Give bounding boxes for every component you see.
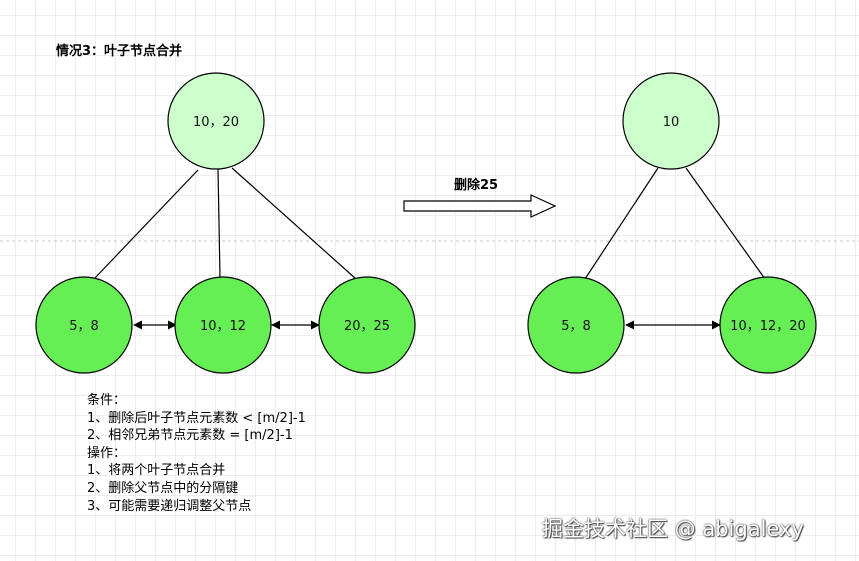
before-leaf-label-3: 20，25 [344, 319, 390, 334]
after-leaf-label-2: 10，12，20 [730, 319, 806, 334]
after-root-node: 10 [622, 72, 720, 170]
note-line: 1、将两个叶子节点合并 [87, 463, 226, 479]
after-leaf-node-2: 10，12，20 [719, 276, 817, 374]
diagram-title: 情况3：叶子节点合并 [56, 44, 183, 59]
operation-label: 删除25 [454, 178, 499, 193]
before-root-node: 10，20 [167, 72, 265, 170]
after-leaf-node-1: 5，8 [527, 276, 625, 374]
before-leaf-node-2: 10，12 [174, 276, 272, 374]
transform-arrow [403, 194, 557, 218]
edge-before-root-leaf3 [231, 167, 357, 280]
note-line: 2、删除父节点中的分隔键 [87, 480, 239, 496]
before-leaf-node-3: 20，25 [318, 276, 416, 374]
edge-after-root-leaf1 [584, 167, 659, 280]
before-leaf-node-1: 5，8 [35, 276, 133, 374]
note-line: 条件： [87, 393, 127, 408]
edge-before-root-leaf1 [93, 169, 199, 280]
after-leaf-label-1: 5，8 [561, 319, 591, 334]
edge-before-root-leaf2 [217, 168, 221, 278]
before-leaf-label-2: 10，12 [200, 319, 246, 334]
after-root-label: 10 [663, 115, 680, 130]
note-line: 2、相邻兄弟节点元素数 = [m/2]-1 [87, 428, 293, 444]
notes-block: 条件： 1、删除后叶子节点元素数 < [m/2]-1 2、相邻兄弟节点元素数 =… [87, 392, 306, 515]
edge-after-root-leaf2 [685, 167, 766, 280]
before-leaf-label-1: 5，8 [69, 319, 99, 334]
before-root-label: 10，20 [193, 115, 239, 130]
note-line: 1、删除后叶子节点元素数 < [m/2]-1 [87, 410, 306, 426]
note-line: 操作： [87, 445, 127, 461]
watermark: 掘金技术社区 @ abigalexy [542, 517, 804, 541]
note-line: 3、可能需要递归调整父节点 [87, 498, 252, 514]
